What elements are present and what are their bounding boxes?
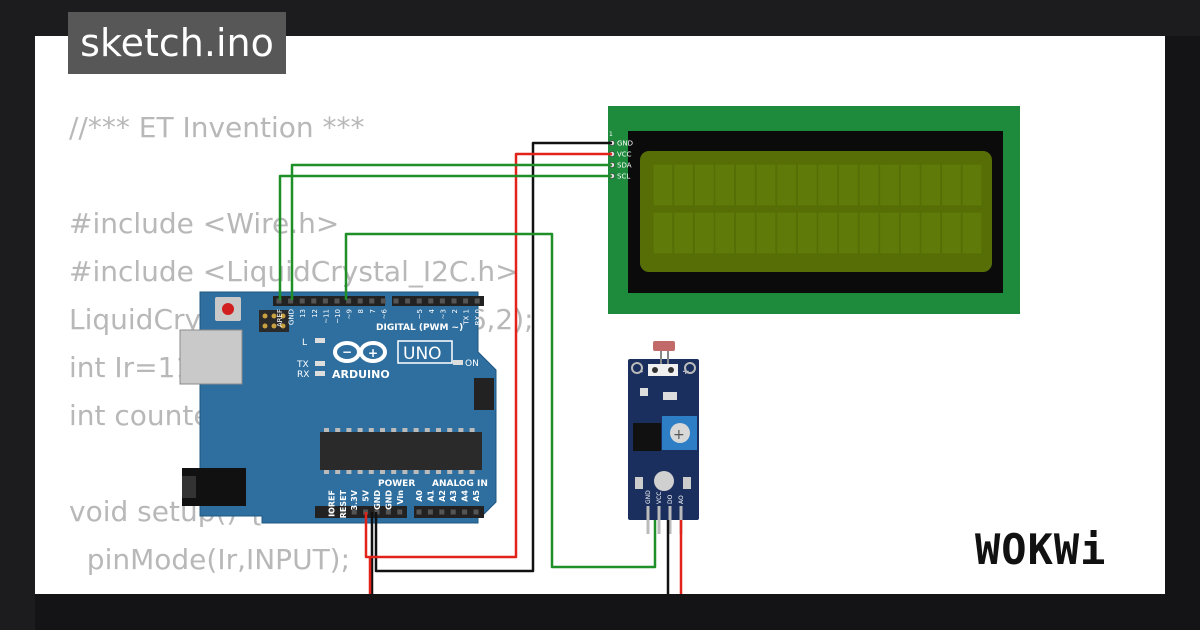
led-l bbox=[315, 338, 325, 343]
digital-header-label: DIGITAL (PWM ~) bbox=[376, 323, 463, 333]
wire-5v-lcd bbox=[364, 152, 612, 559]
led-on bbox=[453, 360, 463, 365]
uno-label: UNO bbox=[403, 344, 442, 364]
usb-port bbox=[179, 329, 243, 385]
sensor-pin-label: GND bbox=[645, 490, 652, 504]
lcd-pin-label: GND bbox=[617, 140, 633, 148]
digital-pin-label: TX 1 bbox=[463, 309, 471, 326]
bottom-pin-label: A4 bbox=[461, 490, 470, 502]
backdrop-right bbox=[1165, 36, 1200, 630]
wokwi-logo: WOKWi bbox=[975, 525, 1107, 574]
digital-pin-label: ~9 bbox=[346, 309, 354, 319]
digital-pin-label: 2 bbox=[451, 309, 459, 313]
comparator-chip bbox=[633, 423, 661, 451]
digital-pin-label: ~6 bbox=[380, 308, 388, 319]
wire-scl bbox=[278, 174, 612, 300]
lcd-pin-index: 1 bbox=[609, 131, 613, 138]
wire-digital-sensor bbox=[344, 232, 657, 569]
arduino-brand: ARDUINO bbox=[332, 368, 390, 381]
power-header bbox=[315, 506, 407, 518]
sensor-pin-label: DO bbox=[667, 494, 674, 504]
bottom-pin-label: A2 bbox=[438, 490, 447, 502]
bottom-pin-label: RESET bbox=[339, 489, 348, 518]
sensor-pin-label: VCC bbox=[656, 492, 663, 504]
photoresistor bbox=[653, 341, 675, 351]
led-label-on: ON bbox=[465, 359, 479, 369]
sensor-pin-label: AO bbox=[678, 495, 685, 504]
analog-header bbox=[414, 506, 484, 518]
code-line: #include <LiquidCrystal_I2C.h> bbox=[69, 255, 519, 288]
svg-text:−: − bbox=[342, 345, 352, 359]
bottom-pin-label: A3 bbox=[449, 490, 458, 502]
svg-text:+: + bbox=[368, 346, 378, 360]
led-rx bbox=[315, 371, 325, 376]
digital-pin-label: ~10 bbox=[334, 309, 342, 324]
lcd-pin-label: SCL bbox=[617, 173, 630, 181]
bottom-pin-label: GND bbox=[384, 490, 393, 510]
digital-pin-label: 12 bbox=[311, 309, 319, 318]
digital-pin-label: ~3 bbox=[439, 309, 447, 319]
bottom-pin-label: A0 bbox=[415, 490, 424, 502]
code-line: //*** ET Invention *** bbox=[69, 111, 365, 144]
uno-label-box bbox=[397, 340, 453, 364]
lcd-pin-label: SDA bbox=[617, 162, 632, 170]
wire-gnd-lcd-route bbox=[374, 141, 612, 573]
lcd-pin-label: VCC bbox=[617, 151, 632, 159]
arduino-uno-board[interactable]: L TX RX ON − + UNO ARDUINO DIGITAL (PWM … bbox=[179, 291, 497, 524]
sensor-led bbox=[654, 471, 674, 491]
backdrop-bottom bbox=[35, 594, 1200, 630]
led-label-l: L bbox=[302, 338, 307, 348]
power-header-label: POWER bbox=[378, 479, 415, 489]
led-label-rx: RX bbox=[297, 370, 309, 380]
bottom-pin-label: IOREF bbox=[327, 490, 336, 517]
lcd-1602-i2c[interactable]: 1 GND VCC SDA SCL bbox=[608, 106, 1020, 314]
digital-pin-label: 4 bbox=[428, 308, 436, 313]
code-line: #include <Wire.h> bbox=[69, 207, 340, 240]
digital-header-left bbox=[273, 296, 385, 306]
wire-sda bbox=[290, 163, 612, 300]
bottom-pin-label: A1 bbox=[426, 490, 435, 502]
bottom-pin-label: GND bbox=[373, 490, 382, 510]
arduino-infinity-icon bbox=[333, 341, 387, 363]
led-label-tx: TX bbox=[296, 360, 309, 370]
digital-pin-label: ~11 bbox=[322, 309, 330, 324]
digital-pin-label: 7 bbox=[369, 309, 377, 313]
digital-pin-label: 13 bbox=[299, 309, 307, 318]
digital-pin-label: RX 0 bbox=[474, 309, 482, 325]
file-tab[interactable]: sketch.ino bbox=[68, 12, 286, 74]
digital-pin-label: ~5 bbox=[416, 309, 424, 319]
atmega-chip bbox=[320, 432, 482, 470]
sensor-minus-mark: - bbox=[640, 367, 643, 377]
bottom-pin-label: A5 bbox=[472, 490, 481, 502]
code-line: lcd.init(); bbox=[69, 584, 534, 594]
bottom-pin-label: 5V bbox=[362, 489, 371, 502]
bottom-pin-label: Vin bbox=[396, 490, 405, 505]
digital-header-right bbox=[392, 296, 484, 306]
code-line: pinMode(Ir,INPUT); bbox=[69, 543, 351, 576]
svg-text:+: + bbox=[673, 427, 685, 443]
led-tx bbox=[315, 361, 325, 366]
digital-pin-label: GND bbox=[288, 309, 296, 325]
digital-pin-label: 8 bbox=[357, 309, 365, 313]
digital-pin-label: AREF bbox=[276, 309, 284, 327]
digital-pin-sockets bbox=[276, 298, 480, 304]
lcd-character-cells bbox=[653, 164, 982, 254]
bottom-pin-label: 3.3V bbox=[350, 489, 359, 510]
analog-header-label: ANALOG IN bbox=[432, 479, 488, 489]
icsp-header bbox=[259, 310, 289, 332]
